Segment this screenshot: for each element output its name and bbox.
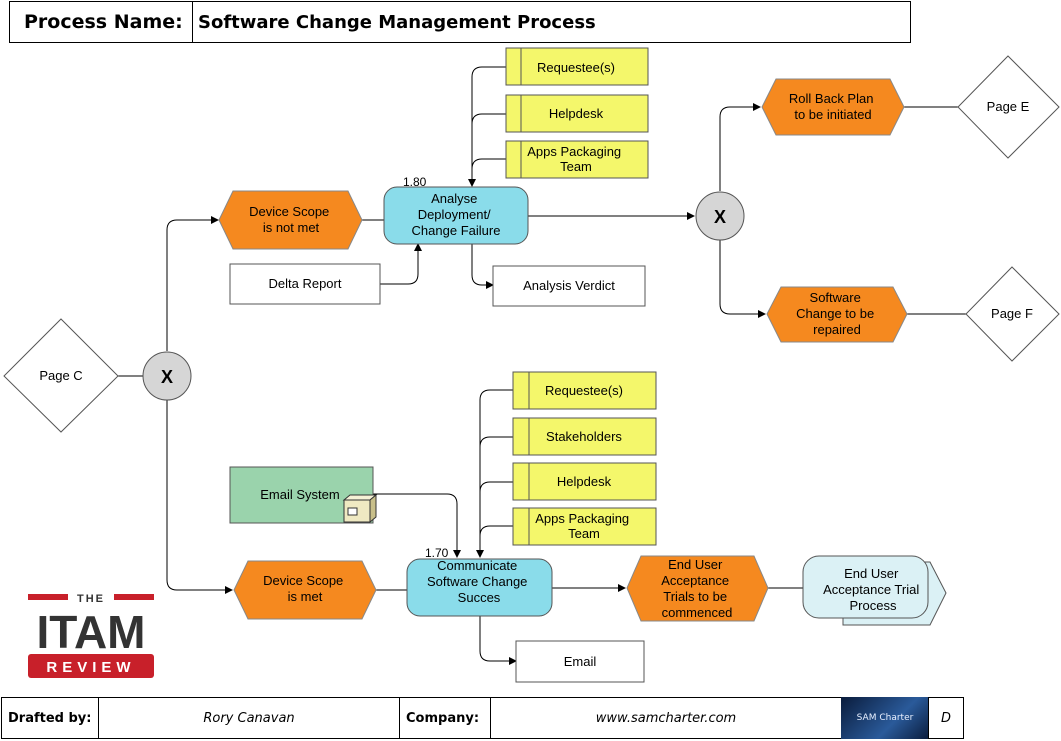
connector-delta-analyse [380, 243, 422, 285]
role-helpdesk-top[interactable]: Helpdesk [505, 94, 649, 133]
revision-cell: D [928, 697, 964, 739]
connector-gateway-repair [719, 240, 766, 318]
process-interface-end-user-acceptance[interactable]: End User Acceptance Trial Process [802, 555, 947, 626]
process-interface-label: End User Acceptance Trial Process [823, 566, 923, 613]
role-requestee-bottom-label: Requestee(s) [545, 383, 623, 398]
event-roll-back-plan[interactable]: Roll Back Plan to be initiated [761, 78, 905, 136]
svg-text:REVIEW: REVIEW [46, 659, 135, 676]
role-helpdesk-top-label: Helpdesk [549, 106, 604, 121]
company-label-cell: Company: [399, 697, 491, 739]
role-helpdesk-bottom[interactable]: Helpdesk [512, 462, 657, 501]
revision-value: D [940, 710, 951, 726]
function-analyse-number: 1.80 [403, 175, 427, 189]
event-device-scope-met[interactable]: Device Scope is met [233, 560, 377, 620]
role-requestee-bottom[interactable]: Requestee(s) [512, 371, 657, 410]
event-device-scope-met-label: Device Scope is met [263, 573, 347, 604]
delta-report-label: Delta Report [269, 276, 342, 291]
xor-gateway-right-label: X [714, 207, 726, 227]
company-label: Company: [406, 710, 480, 726]
process-name-value-cell: Software Change Management Process [192, 1, 911, 43]
connector-gateway-met [166, 400, 233, 594]
role-apps-packaging-bottom[interactable]: Apps Packaging Team [512, 507, 657, 546]
event-end-user-acceptance-label: End User Acceptance Trials to be commenc… [661, 557, 733, 620]
role-stakeholders-bottom[interactable]: Stakeholders [512, 417, 657, 456]
document-email[interactable]: Email [515, 640, 645, 683]
page-c-label: Page C [39, 368, 82, 383]
event-device-scope-not-met-label: Device Scope is not met [249, 204, 333, 235]
event-software-repair-label: Software Change to be repaired [796, 290, 878, 337]
connector-apps-analyse [471, 158, 506, 170]
role-apps-packaging-top[interactable]: Apps Packaging Team [505, 140, 649, 179]
role-helpdesk-bottom-label: Helpdesk [557, 474, 612, 489]
function-communicate-number: 1.70 [425, 546, 449, 560]
page-e-interface[interactable]: Page E [957, 55, 1060, 159]
function-analyse-deployment[interactable]: 1.80 Analyse Deployment/ Change Failure [383, 175, 529, 245]
connector-emailsys-communicate [373, 493, 461, 558]
role-requestee-top[interactable]: Requestee(s) [505, 47, 649, 86]
function-communicate-label: Communicate Software Change Succes [427, 558, 531, 605]
email-doc-label: Email [564, 654, 597, 669]
event-roll-back-plan-label: Roll Back Plan to be initiated [789, 91, 877, 122]
function-analyse-label: Analyse Deployment/ Change Failure [412, 191, 501, 238]
process-name-label-cell: Process Name: [9, 1, 193, 43]
role-requestee-top-label: Requestee(s) [537, 60, 615, 75]
application-email-system[interactable]: Email System [229, 466, 378, 524]
analysis-verdict-label: Analysis Verdict [523, 278, 615, 293]
event-device-scope-not-met[interactable]: Device Scope is not met [218, 190, 363, 250]
page-c-interface[interactable]: Page C [3, 318, 119, 433]
xor-gateway-right[interactable]: X [695, 191, 745, 241]
itam-review-logo: THE ITAM REVIEW [28, 592, 154, 682]
connector-gateway-rollback [719, 103, 761, 191]
connector-requestee-analyse [468, 66, 506, 187]
event-software-repair[interactable]: Software Change to be repaired [766, 286, 908, 343]
connector-helpdesk2-communicate [479, 481, 513, 493]
connector-helpdesk-analyse [471, 113, 506, 125]
svg-text:ITAM: ITAM [36, 606, 145, 658]
svg-text:THE: THE [77, 593, 105, 605]
drafted-by-label: Drafted by: [8, 710, 92, 726]
process-name-label: Process Name: [24, 11, 183, 33]
role-apps-packaging-bottom-label: Apps Packaging Team [535, 511, 633, 541]
page-e-label: Page E [987, 99, 1030, 114]
document-delta-report[interactable]: Delta Report [229, 263, 381, 305]
connector-stakeholders-communicate [479, 436, 513, 448]
page-f-label: Page F [991, 306, 1033, 321]
connector-communicate-email [479, 616, 517, 665]
xor-gateway-left[interactable]: X [142, 351, 192, 401]
drafted-by-value: Rory Canavan [203, 710, 295, 726]
drafted-by-label-cell: Drafted by: [1, 697, 99, 739]
email-system-label: Email System [260, 487, 339, 502]
role-apps-packaging-top-label: Apps Packaging Team [527, 144, 625, 174]
document-analysis-verdict[interactable]: Analysis Verdict [492, 265, 646, 307]
company-value-cell: www.samcharter.com [490, 697, 842, 739]
server-icon [342, 493, 378, 524]
connector-gateway-notmet [166, 216, 219, 351]
event-end-user-acceptance[interactable]: End User Acceptance Trials to be commenc… [626, 555, 769, 622]
connector-analyse-verdict [471, 244, 494, 289]
sam-charter-logo: SAM Charter [841, 697, 929, 739]
connector-apps2-communicate [479, 525, 513, 537]
function-communicate-change[interactable]: 1.70 Communicate Software Change Succes [406, 546, 553, 617]
process-name-value: Software Change Management Process [198, 11, 596, 33]
company-value: www.samcharter.com [595, 710, 737, 726]
xor-gateway-left-label: X [161, 367, 173, 387]
connector-requestee2-communicate [476, 389, 513, 558]
page-f-interface[interactable]: Page F [965, 266, 1060, 362]
drafted-by-value-cell: Rory Canavan [98, 697, 400, 739]
role-stakeholders-bottom-label: Stakeholders [546, 429, 622, 444]
